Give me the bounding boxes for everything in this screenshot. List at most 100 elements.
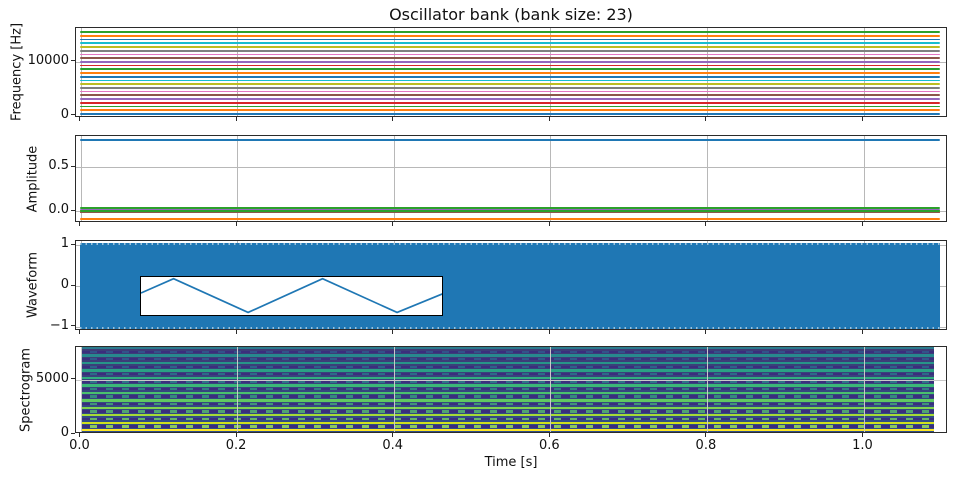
oscillator-frequency-line [80, 109, 940, 111]
grid-line-x [863, 136, 865, 221]
grid-line-x [550, 347, 552, 432]
x-tick-mark [79, 117, 80, 121]
grid-line-y [76, 379, 946, 381]
grid-line-x [237, 347, 239, 432]
oscillator-frequency-line [80, 79, 940, 82]
x-tick-label: 0.2 [225, 438, 247, 453]
oscillator-frequency-line [80, 46, 940, 48]
spectrogram-dim-band [80, 373, 934, 376]
y-tick-mark [71, 243, 75, 245]
grid-line-x [863, 347, 865, 432]
x-tick-mark [548, 433, 550, 437]
x-tick-label: 0.4 [382, 438, 404, 453]
oscillator-amplitude-line [80, 218, 940, 220]
grid-line-x [550, 28, 552, 116]
y-tick-label: 0 [60, 425, 69, 440]
x-tick-mark [705, 117, 707, 121]
x-tick-mark [705, 222, 707, 226]
inset-triangle-wave [141, 277, 443, 315]
spectrogram-dim-band [80, 417, 934, 421]
y-tick-label: −1 [49, 317, 69, 333]
spectrogram-dim-band [80, 358, 934, 361]
spectrogram-harmonic-band [80, 421, 934, 424]
oscillator-amplitude-line [80, 139, 940, 141]
oscillator-frequency-line [80, 87, 940, 89]
oscillator-frequency-line [80, 53, 940, 56]
x-tick-mark [79, 330, 80, 334]
waveform-edge-texture [80, 326, 940, 329]
x-tick-mark [705, 330, 707, 334]
spectrogram-dim-band [80, 350, 934, 353]
x-tick-mark [548, 117, 550, 121]
axes-frequency [75, 27, 947, 117]
spectrogram-harmonic-band [80, 347, 934, 350]
y-tick-label: 0.5 [48, 158, 69, 174]
y-tick-label: 5000 [35, 370, 69, 386]
y-axis-label-frequency: Frequency [Hz] [9, 22, 25, 122]
y-axis-label-spectrogram: Spectrogram [18, 347, 34, 432]
grid-line-x [706, 347, 708, 432]
x-tick-mark [705, 433, 707, 437]
oscillator-frequency-line [80, 75, 940, 78]
oscillator-frequency-line [80, 68, 940, 71]
oscillator-frequency-line [80, 42, 940, 45]
spectrogram-harmonic-band [80, 399, 934, 402]
y-tick-label: 0.0 [48, 202, 69, 218]
oscillator-frequency-line [80, 90, 940, 93]
spectrogram-harmonic-band [80, 406, 934, 409]
x-tick-mark [235, 433, 237, 437]
oscillator-frequency-line [80, 94, 940, 97]
x-tick-mark [392, 222, 394, 226]
grid-line-x [393, 136, 395, 221]
x-tick-mark [79, 433, 80, 437]
x-tick-label: 0.8 [695, 438, 717, 453]
spectrogram-dim-band [80, 402, 934, 406]
oscillator-frequency-line [80, 57, 940, 59]
y-tick-mark [71, 378, 75, 380]
grid-line-x [550, 136, 552, 221]
spectrogram-harmonic-band [80, 384, 934, 387]
x-tick-mark [235, 222, 237, 226]
x-tick-mark [392, 117, 394, 121]
x-tick-mark [392, 330, 394, 334]
y-tick-mark [71, 284, 75, 286]
grid-line-x [80, 136, 82, 221]
spectrogram-dim-band [80, 395, 934, 398]
x-tick-mark [235, 330, 237, 334]
y-axis-label-waveform: Waveform [25, 252, 41, 318]
spectrogram-dim-band [80, 410, 934, 413]
spectrogram-dim-band [80, 365, 934, 368]
x-tick-mark [548, 222, 550, 226]
y-tick-label: 0 [60, 106, 69, 122]
spectrogram-dim-band [80, 388, 934, 391]
x-tick-mark [862, 222, 863, 226]
grid-line-y [76, 115, 946, 116]
oscillator-frequency-line [80, 64, 940, 67]
grid-line-x [393, 28, 395, 116]
oscillator-frequency-line [80, 98, 940, 100]
oscillator-amplitude-line [80, 207, 940, 210]
spectrogram-harmonic-band [80, 354, 934, 357]
x-tick-mark [862, 330, 863, 334]
oscillator-frequency-line [80, 105, 940, 108]
grid-line-x [393, 347, 395, 432]
oscillator-frequency-line [80, 101, 940, 104]
spectrogram-harmonic-band [80, 361, 934, 365]
oscillator-frequency-line [80, 83, 940, 85]
spectrogram-harmonic-band [80, 414, 934, 417]
oscillator-frequency-line [80, 72, 940, 74]
spectrogram-harmonic-band [80, 429, 934, 432]
y-tick-mark [71, 165, 75, 167]
oscillator-frequency-line [80, 31, 940, 33]
x-tick-mark [862, 117, 863, 121]
axes-waveform [75, 240, 947, 330]
grid-line-x [237, 28, 239, 116]
grid-line-x [706, 136, 708, 221]
x-tick-label: 0.0 [69, 438, 90, 453]
y-tick-mark [71, 432, 75, 434]
y-tick-label: 10000 [27, 52, 69, 68]
x-tick-mark [235, 117, 237, 121]
x-tick-label: 1.0 [852, 438, 873, 453]
x-tick-mark [392, 433, 394, 437]
